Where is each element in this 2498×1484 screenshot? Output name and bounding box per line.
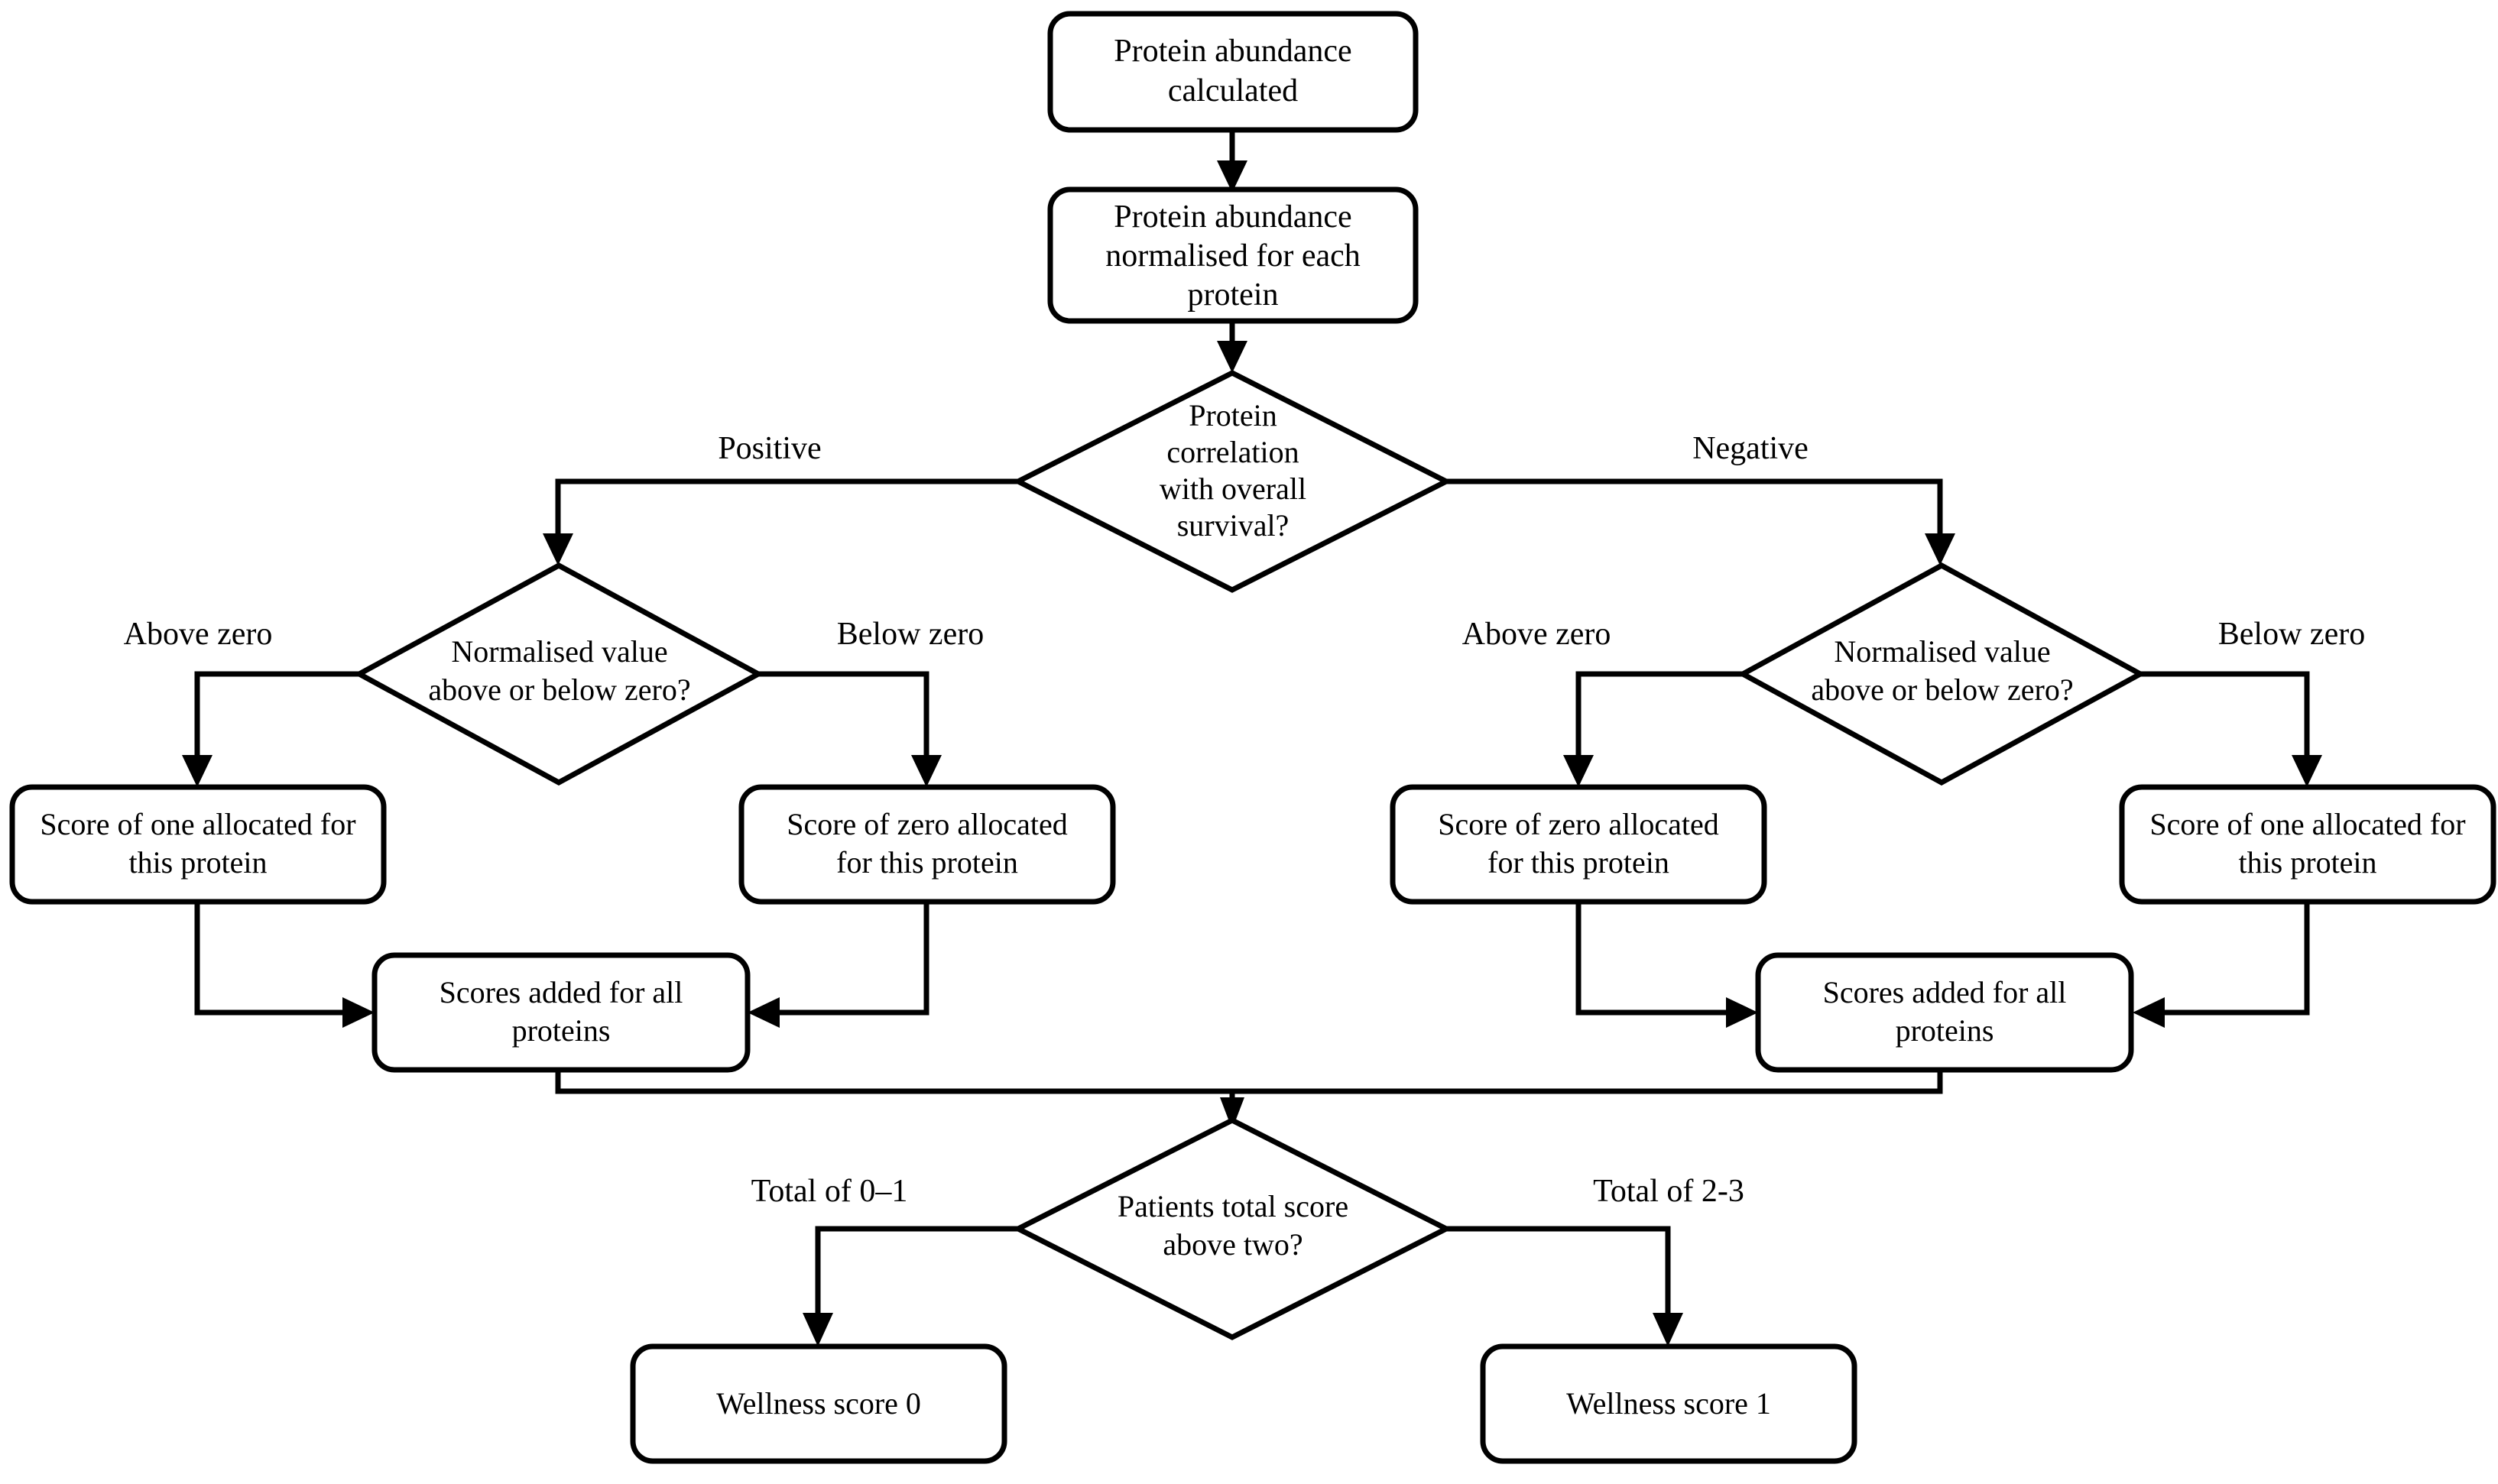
edge-right-below-zero <box>2140 671 2322 787</box>
edge-label-left-below-zero: Below zero <box>837 617 984 652</box>
node-total-decision-line-1: above two? <box>1163 1227 1303 1262</box>
edge-left-scoreone-to-scoresadded <box>194 902 375 1028</box>
node-right-scores-added-line-1: proteins <box>1896 1013 1994 1048</box>
node-wellness-zero-line-0: Wellness score 0 <box>716 1386 921 1421</box>
node-left-zero-line-1: above or below zero? <box>428 672 690 707</box>
node-left-scores-added-line-0: Scores added for all <box>440 975 683 1009</box>
node-right-score-zero-line-1: for this protein <box>1487 845 1669 880</box>
node-start-line-1: calculated <box>1168 73 1298 109</box>
edge-right-scoresadded-to-total <box>1232 1070 1943 1094</box>
edge-total-low <box>803 1226 1018 1346</box>
node-left-score-one-line-0: Score of one allocated for <box>40 807 355 841</box>
node-start-shape[interactable] <box>1047 11 1419 133</box>
edge-left-scoresadded-to-total <box>555 1070 1232 1094</box>
edge-left-scorezero-to-scoresadded <box>748 902 929 1028</box>
node-left-zero-line-0: Normalised value <box>451 634 667 669</box>
node-total-decision[interactable]: Patients total score above two? <box>1012 1117 1452 1340</box>
node-left-scores-added-line-1: proteins <box>512 1013 611 1048</box>
node-left-zero-decision-shape[interactable] <box>353 562 764 786</box>
node-start-line-0: Protein abundance <box>1114 34 1351 69</box>
node-left-score-zero[interactable]: Score of zero allocated for this protein <box>738 784 1116 905</box>
edge-label-negative: Negative <box>1692 431 1809 466</box>
node-normalise-line-2: protein <box>1188 277 1279 313</box>
node-correlation-line-0: Protein <box>1189 398 1277 433</box>
node-start[interactable]: Protein abundance calculated <box>1047 11 1419 133</box>
node-right-zero-line-1: above or below zero? <box>1811 672 2073 707</box>
node-right-score-one-shape[interactable] <box>2119 784 2496 905</box>
node-correlation-line-3: survival? <box>1177 508 1290 543</box>
edge-correlation-negative <box>1446 478 1955 565</box>
node-left-zero-decision[interactable]: Normalised value above or below zero? <box>353 562 764 786</box>
edge-merge-into-total <box>1220 1091 1244 1129</box>
node-right-score-zero-shape[interactable] <box>1390 784 1767 905</box>
edge-total-high <box>1446 1226 1683 1346</box>
node-right-scores-added-line-0: Scores added for all <box>1823 975 2067 1009</box>
node-correlation-decision[interactable]: Protein correlation with overall surviva… <box>1012 370 1452 593</box>
node-left-score-one[interactable]: Score of one allocated for this protein <box>9 784 387 905</box>
node-left-score-zero-shape[interactable] <box>738 784 1116 905</box>
edge-label-left-above-zero: Above zero <box>124 617 273 652</box>
node-right-score-zero-line-0: Score of zero allocated <box>1438 807 1719 841</box>
node-left-scores-added[interactable]: Scores added for all proteins <box>371 952 751 1073</box>
edge-label-total-high: Total of 2-3 <box>1593 1174 1744 1209</box>
edge-left-above-zero <box>182 671 359 787</box>
node-right-scores-added[interactable]: Scores added for all proteins <box>1755 952 2134 1073</box>
node-normalise-line-0: Protein abundance <box>1114 199 1351 235</box>
node-normalise[interactable]: Protein abundance normalised for each pr… <box>1047 186 1419 324</box>
node-correlation-line-2: with overall <box>1160 471 1306 506</box>
node-wellness-one[interactable]: Wellness score 1 <box>1480 1343 1857 1464</box>
edge-right-scoreone-to-scoresadded <box>2133 902 2310 1028</box>
edge-label-total-low: Total of 0–1 <box>751 1174 908 1209</box>
node-normalise-shape[interactable] <box>1047 186 1419 324</box>
edge-normalise-to-correlation <box>1217 321 1247 373</box>
edge-start-to-normalise <box>1217 130 1247 193</box>
node-correlation-line-1: correlation <box>1166 435 1299 469</box>
node-left-score-zero-line-0: Score of zero allocated <box>787 807 1068 841</box>
node-total-decision-shape[interactable] <box>1012 1117 1452 1340</box>
edge-correlation-positive <box>543 478 1018 565</box>
node-right-score-one-line-0: Score of one allocated for <box>2149 807 2465 841</box>
node-right-score-one[interactable]: Score of one allocated for this protein <box>2119 784 2496 905</box>
edge-label-right-below-zero: Below zero <box>2218 617 2365 652</box>
node-wellness-one-shape[interactable] <box>1480 1343 1857 1464</box>
node-right-zero-decision[interactable]: Normalised value above or below zero? <box>1737 562 2146 786</box>
node-correlation-decision-shape[interactable] <box>1012 370 1452 593</box>
edge-right-scorezero-to-scoresadded <box>1575 902 1758 1028</box>
node-left-scores-added-shape[interactable] <box>371 952 751 1073</box>
node-left-score-one-line-1: this protein <box>128 845 267 880</box>
node-wellness-zero[interactable]: Wellness score 0 <box>630 1343 1007 1464</box>
node-wellness-one-line-0: Wellness score 1 <box>1566 1386 1771 1421</box>
edge-label-right-above-zero: Above zero <box>1462 617 1611 652</box>
edge-right-above-zero <box>1563 671 1743 787</box>
node-right-score-one-line-1: this protein <box>2238 845 2376 880</box>
edge-label-positive: Positive <box>718 431 821 466</box>
node-right-zero-decision-shape[interactable] <box>1737 562 2146 786</box>
node-right-score-zero[interactable]: Score of zero allocated for this protein <box>1390 784 1767 905</box>
node-left-score-one-shape[interactable] <box>9 784 387 905</box>
node-right-scores-added-shape[interactable] <box>1755 952 2134 1073</box>
node-right-zero-line-0: Normalised value <box>1834 634 2050 669</box>
edge-left-below-zero <box>758 671 942 787</box>
node-wellness-zero-shape[interactable] <box>630 1343 1007 1464</box>
node-total-decision-line-0: Patients total score <box>1118 1189 1348 1223</box>
node-left-score-zero-line-1: for this protein <box>836 845 1018 880</box>
node-normalise-line-1: normalised for each <box>1105 238 1361 274</box>
